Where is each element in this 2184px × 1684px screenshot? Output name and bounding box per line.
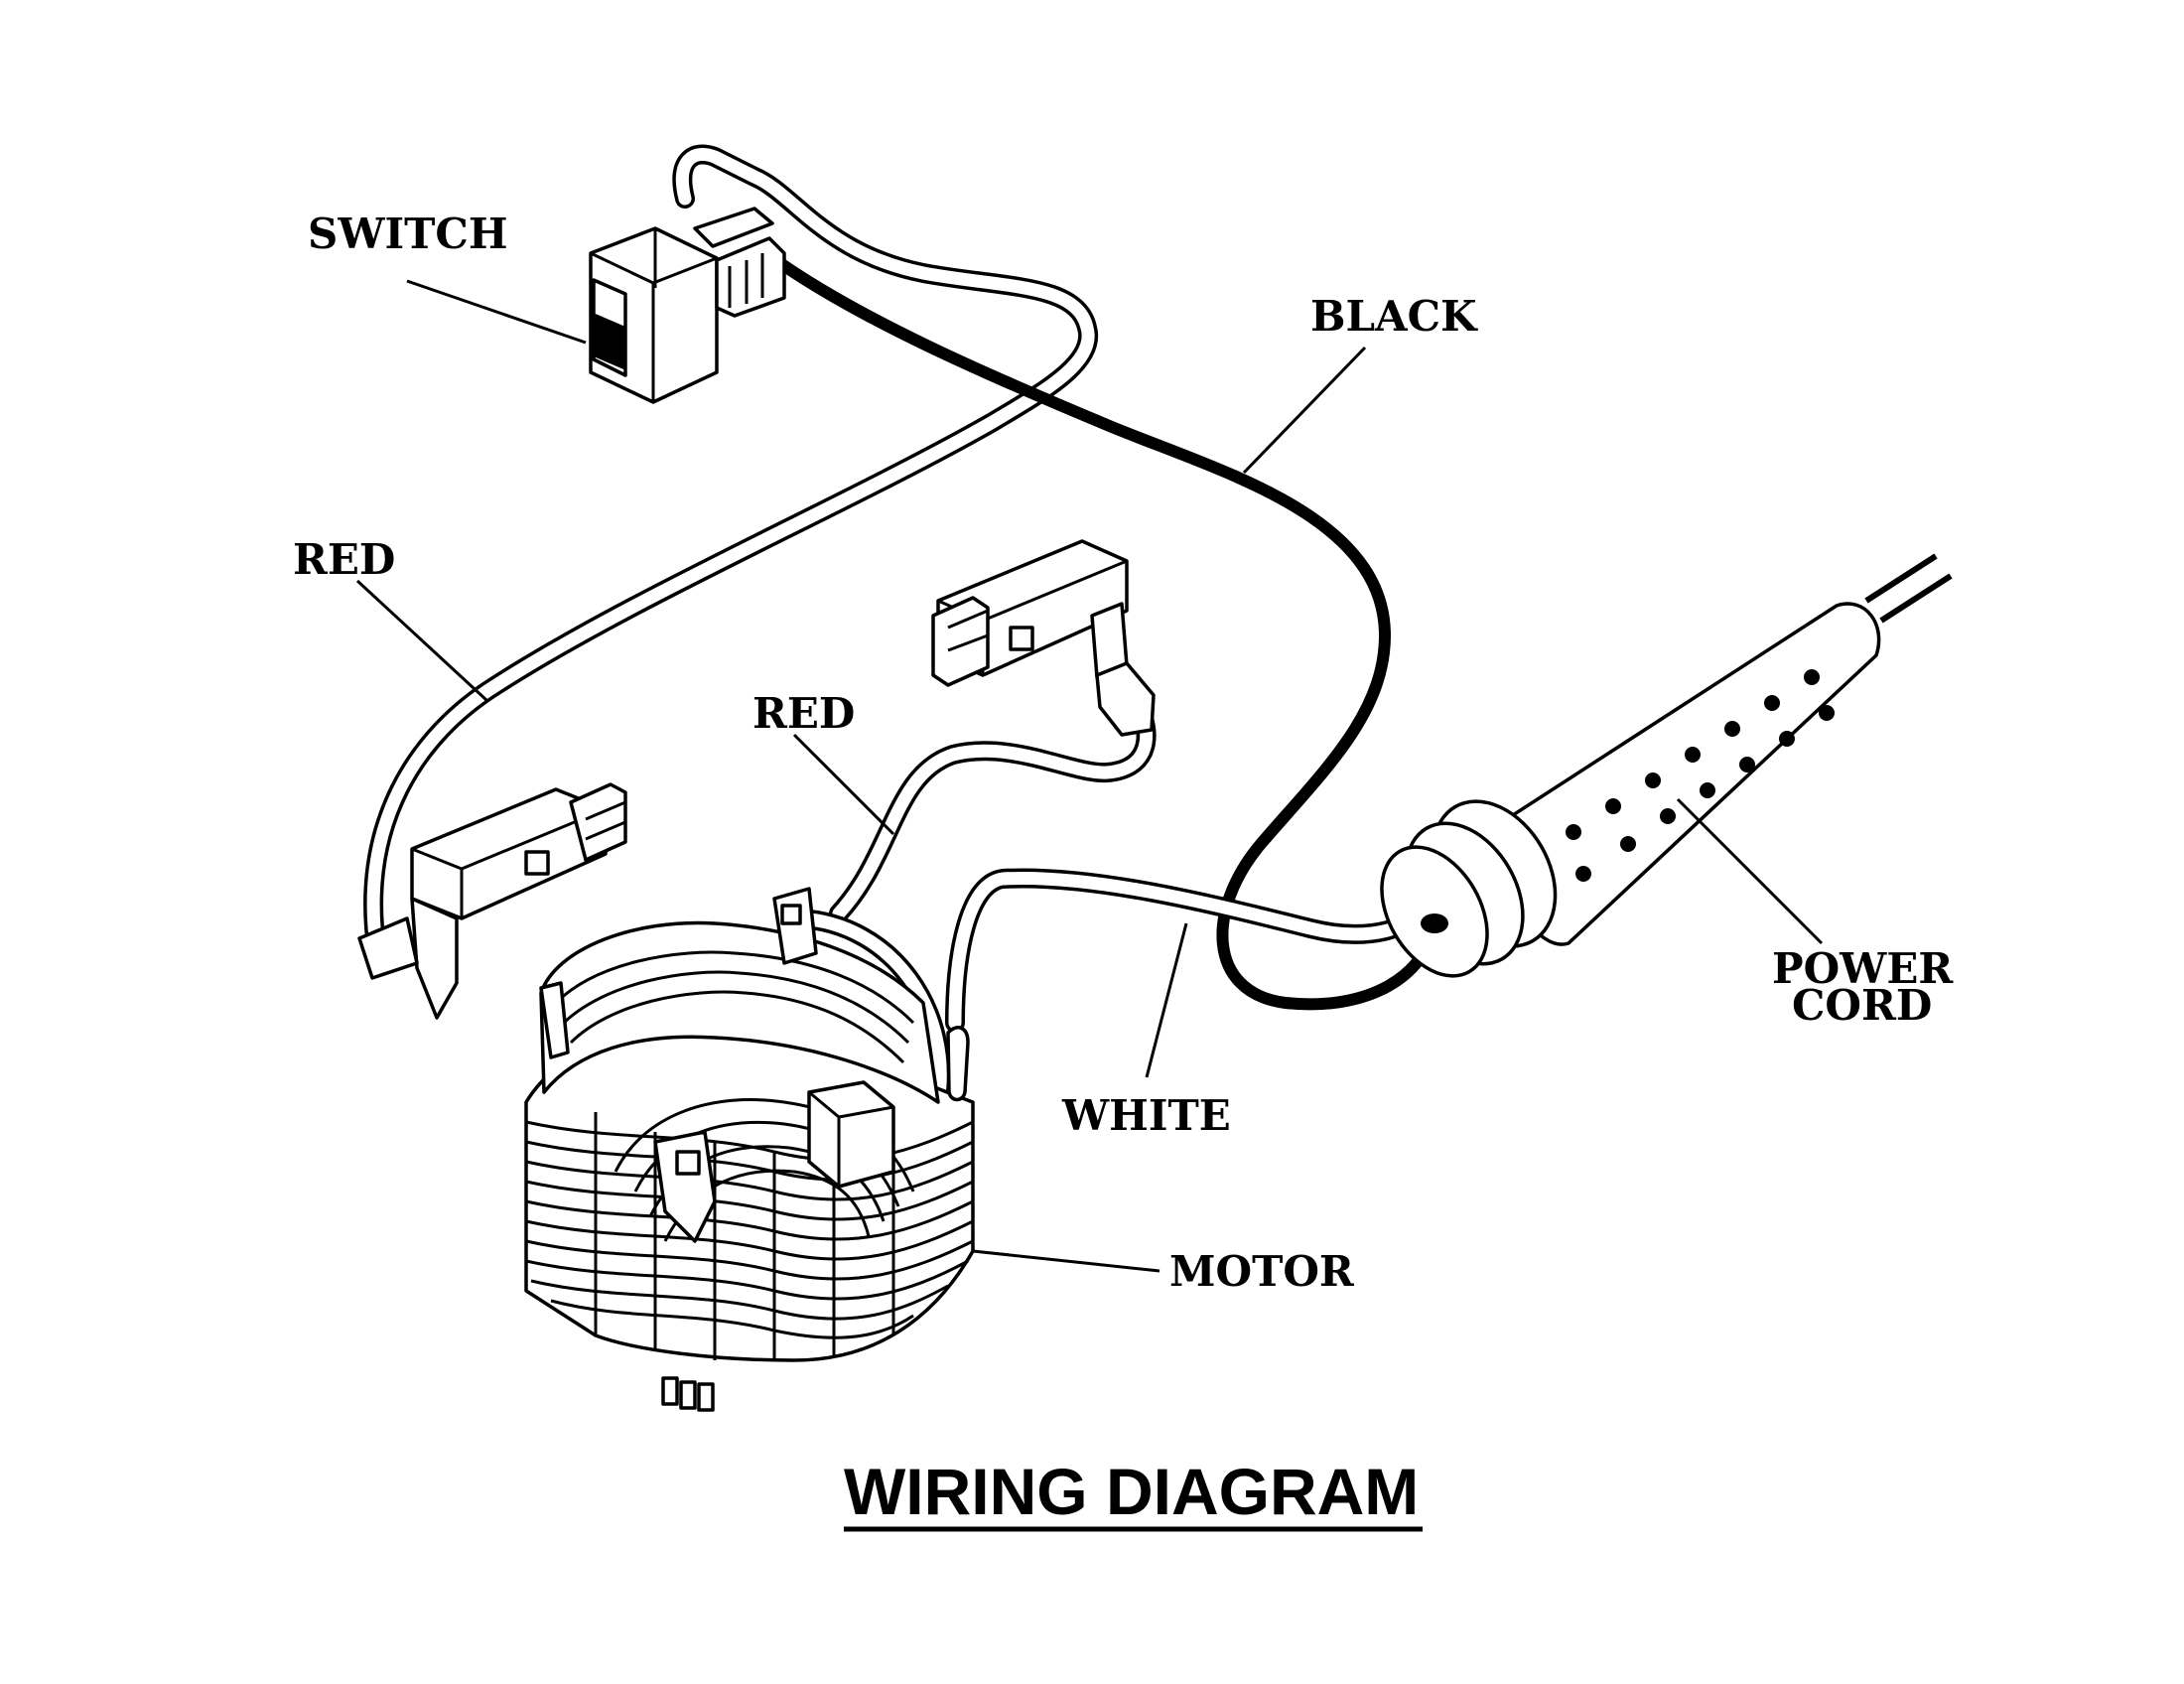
label-black: BLACK (1310, 292, 1478, 341)
label-switch: SWITCH (308, 210, 508, 258)
title-text: WIRING DIAGRAM (844, 1455, 1419, 1528)
black-wire (760, 247, 1440, 1011)
power-cord (1380, 553, 1953, 978)
label-motor: MOTOR (1169, 1247, 1355, 1296)
label-white: WHITE (1061, 1091, 1231, 1140)
power-cord-grommet (1380, 799, 1558, 978)
red-wire-switch-to-left-connector (363, 144, 1099, 963)
leader-red-middle (792, 733, 895, 836)
leader-white (1145, 922, 1188, 1078)
motor-bottom-tabs (661, 1376, 715, 1412)
leader-lines (355, 279, 1824, 1273)
leader-switch (406, 279, 587, 345)
leader-motor (972, 1249, 1160, 1273)
label-power-cord-line1: POWER (1772, 944, 1954, 993)
motor-brush-holder (653, 1080, 895, 1243)
diagram-title: WIRING DIAGRAM (844, 1455, 1423, 1532)
label-red-top: RED (293, 535, 395, 584)
motor (524, 887, 975, 1412)
leader-power-cord (1676, 797, 1824, 945)
leader-red-top (355, 579, 488, 702)
power-cord-grip-dots (1566, 669, 1835, 882)
middle-connector (931, 539, 1156, 737)
white-wire (945, 868, 1449, 1033)
label-red-middle: RED (752, 689, 855, 738)
label-power-cord-line2: CORD (1792, 981, 1932, 1030)
motor-terminals (539, 887, 970, 1102)
switch (589, 207, 786, 404)
red-wire-middle (829, 697, 1157, 923)
left-connector (357, 782, 627, 1020)
leader-black (1242, 346, 1367, 475)
